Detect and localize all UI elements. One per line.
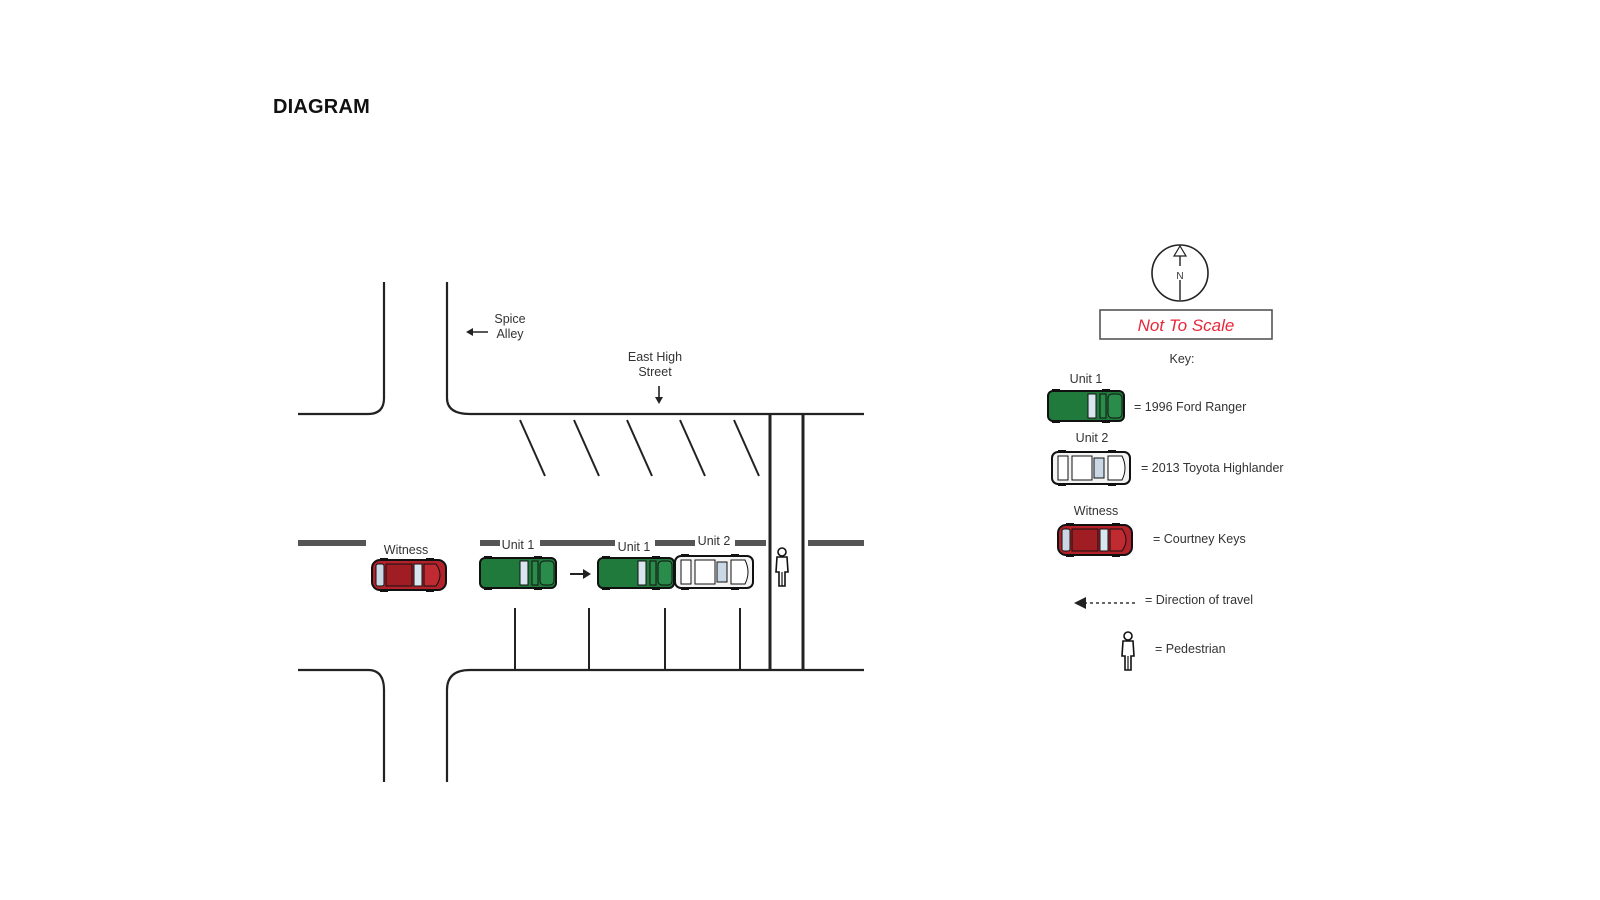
north-arrow-icon (1172, 244, 1188, 257)
alley-right-edge-top (445, 282, 864, 416)
legend-direction: = Direction of travel (1074, 593, 1253, 609)
legend-direction-desc: = Direction of travel (1145, 593, 1253, 607)
street-label-line2: Street (638, 365, 672, 379)
pedestrian-icon (775, 547, 789, 587)
unit1-second-label: Unit 1 (618, 540, 651, 554)
legend: Key: Unit 1 = 1996 Ford Ranger Unit 2 = … (1047, 352, 1284, 671)
north-compass: N (1151, 244, 1209, 302)
alley-right-edge-bottom (445, 668, 864, 782)
alley-label: Spice Alley (466, 312, 526, 341)
legend-witness: Witness = Courtney Keys (1057, 504, 1246, 558)
scale-note-text: Not To Scale (1138, 316, 1235, 335)
legend-unit1-desc: = 1996 Ford Ranger (1134, 400, 1246, 414)
page-heading: DIAGRAM (273, 96, 370, 118)
road-layout (298, 282, 864, 782)
parking-lines-bottom (514, 608, 741, 670)
alley-left-edge-bottom (298, 668, 386, 782)
unit1-first-label: Unit 1 (502, 538, 535, 552)
witness-vehicle: Witness (371, 543, 447, 593)
scale-note-box: Not To Scale (1099, 309, 1273, 340)
unit1-first-position: Unit 1 (479, 538, 557, 591)
unit2-suv-icon (674, 553, 754, 591)
legend-unit1-truck-icon (1047, 388, 1125, 424)
legend-title: Key: (1169, 352, 1194, 366)
alley-label-line2: Alley (496, 327, 524, 341)
unit2-label: Unit 2 (698, 534, 731, 548)
legend-unit2-suv-icon (1051, 449, 1131, 487)
unit2-position: Unit 2 (674, 534, 754, 591)
dashed-arrow-icon (1074, 597, 1138, 609)
travel-arrow-icon (570, 569, 591, 579)
legend-unit1: Unit 1 = 1996 Ford Ranger (1047, 372, 1246, 424)
unit1-second-position: Unit 1 (597, 540, 675, 591)
alley-arrow-icon (466, 328, 488, 336)
legend-witness-desc: = Courtney Keys (1153, 532, 1246, 546)
legend-unit1-title: Unit 1 (1070, 372, 1103, 386)
legend-pedestrian-desc: = Pedestrian (1155, 642, 1226, 656)
angled-parking-lines (519, 419, 760, 477)
legend-unit2-title: Unit 2 (1076, 431, 1109, 445)
alley-left-edge-top (298, 282, 386, 416)
witness-car-icon (371, 557, 447, 593)
unit1-second-truck-icon (597, 555, 675, 591)
witness-vehicle-label: Witness (384, 543, 428, 557)
alley-label-line1: Spice (494, 312, 525, 326)
street-label-line1: East High (628, 350, 682, 364)
legend-pedestrian: = Pedestrian (1121, 631, 1226, 671)
legend-witness-car-icon (1057, 522, 1133, 558)
compass-letter: N (1176, 271, 1183, 282)
legend-witness-title: Witness (1074, 504, 1118, 518)
legend-unit2: Unit 2 = 2013 Toyota Highlander (1051, 431, 1284, 487)
street-arrow-icon (655, 386, 663, 404)
street-label: East High Street (628, 350, 682, 404)
legend-pedestrian-icon (1121, 631, 1135, 671)
unit1-first-truck-icon (479, 555, 557, 591)
legend-unit2-desc: = 2013 Toyota Highlander (1141, 461, 1284, 475)
